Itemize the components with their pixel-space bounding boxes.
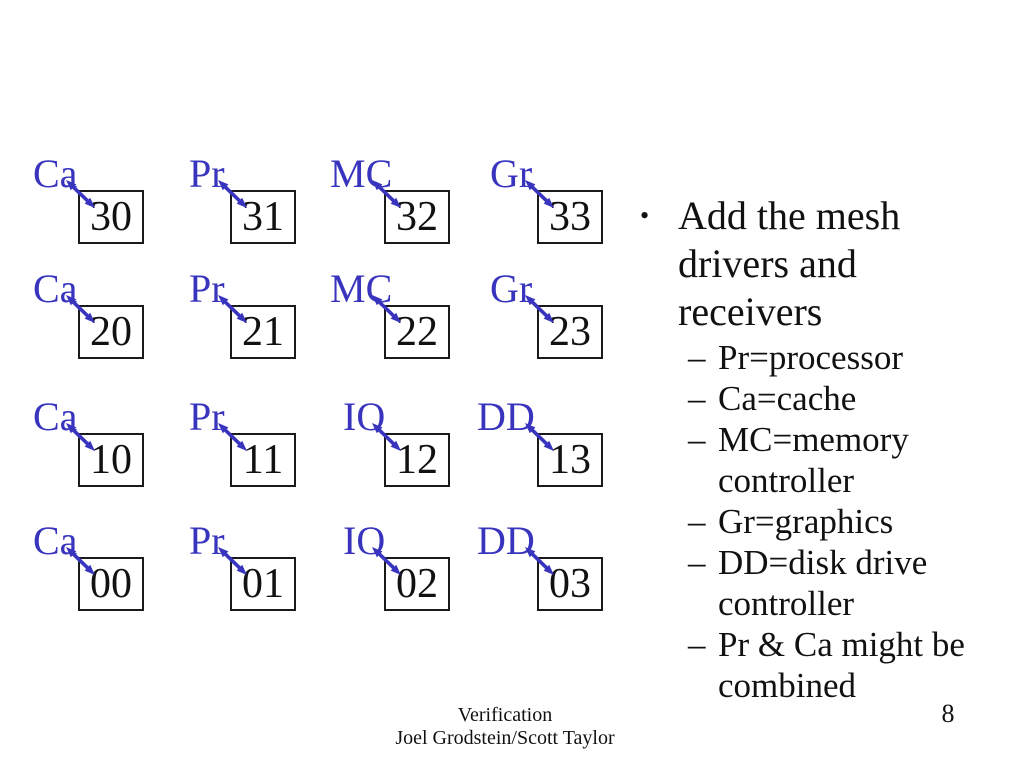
mesh-node-label: DD xyxy=(477,518,535,563)
mesh-node-value: 00 xyxy=(90,561,132,607)
mesh-node-value: 31 xyxy=(242,194,284,240)
double-arrow-icon xyxy=(525,295,554,323)
mesh-node-value: 12 xyxy=(396,437,438,483)
mesh-node-box: 03 xyxy=(537,557,603,611)
footer-authors: Joel Grodstein/Scott Taylor xyxy=(395,727,615,749)
double-arrow-icon xyxy=(525,547,554,575)
bullet-text-line: Add the mesh xyxy=(678,193,901,238)
mesh-node-box: 02 xyxy=(384,557,450,611)
dash-bullet-icon: – xyxy=(688,502,706,541)
mesh-node-value: 01 xyxy=(242,561,284,607)
footer-title: Verification xyxy=(457,704,553,726)
double-arrow-icon xyxy=(66,180,95,208)
mesh-node-box: 01 xyxy=(230,557,296,611)
double-arrow-icon xyxy=(372,547,401,575)
double-arrow-icon xyxy=(372,295,401,323)
sub-bullet-item: –Pr=processor xyxy=(688,337,1024,378)
mesh-node-value: 33 xyxy=(549,194,591,240)
mesh-node-label: Pr xyxy=(189,394,225,439)
mesh-node-value: 22 xyxy=(396,309,438,355)
mesh-node-value: 13 xyxy=(549,437,591,483)
double-arrow-icon xyxy=(66,423,95,451)
mesh-node-label: DD xyxy=(477,394,535,439)
mesh-node-box: 12 xyxy=(384,433,450,487)
bullet-text-line: DD=disk drive xyxy=(718,543,928,582)
mesh-node-box: 00 xyxy=(78,557,144,611)
mesh-node-value: 11 xyxy=(242,437,284,483)
mesh-node-value: 20 xyxy=(90,309,132,355)
mesh-node-label: Gr xyxy=(490,266,533,311)
mesh-node-box: 21 xyxy=(230,305,296,359)
dash-bullet-icon: – xyxy=(688,338,706,377)
bullet-text-line: drivers and xyxy=(678,241,857,286)
dash-bullet-icon: – xyxy=(688,543,706,582)
bullet-dot-icon: • xyxy=(640,201,650,230)
slide-footer: Verification Joel Grodstein/Scott Taylor xyxy=(355,704,655,750)
mesh-node-box: 11 xyxy=(230,433,296,487)
mesh-node-box: 13 xyxy=(537,433,603,487)
bullet-text-line: Gr=graphics xyxy=(718,502,894,541)
mesh-node-value: 32 xyxy=(396,194,438,240)
bullet-text-line: controller xyxy=(718,461,855,500)
mesh-node-value: 03 xyxy=(549,561,591,607)
mesh-node-value: 21 xyxy=(242,309,284,355)
mesh-node-box: 10 xyxy=(78,433,144,487)
mesh-node-label: MC xyxy=(330,151,393,196)
double-arrow-icon xyxy=(218,295,247,323)
double-arrow-icon xyxy=(372,180,401,208)
mesh-node-label: Pr xyxy=(189,518,225,563)
mesh-node-box: 30 xyxy=(78,190,144,244)
mesh-node-box: 32 xyxy=(384,190,450,244)
mesh-node-label: Gr xyxy=(490,151,533,196)
bullet-text: Pr=processor xyxy=(718,337,903,378)
bullet-text-line: MC=memory xyxy=(718,420,909,459)
mesh-node-box: 31 xyxy=(230,190,296,244)
double-arrow-icon xyxy=(218,180,247,208)
sub-bullet-item: –Gr=graphics xyxy=(688,501,1024,542)
double-arrow-icon xyxy=(218,547,247,575)
mesh-node-box: 33 xyxy=(537,190,603,244)
mesh-node-value: 30 xyxy=(90,194,132,240)
sub-bullet-item: –Ca=cache xyxy=(688,378,1024,419)
double-arrow-icon xyxy=(525,180,554,208)
bullet-text-line: Ca=cache xyxy=(718,379,857,418)
page-number: 8 xyxy=(941,699,955,728)
mesh-node-label: Pr xyxy=(189,151,225,196)
bullet-text: Ca=cache xyxy=(718,378,856,419)
double-arrow-icon xyxy=(218,423,247,451)
mesh-node-box: 20 xyxy=(78,305,144,359)
dash-bullet-icon: – xyxy=(688,420,706,459)
bullet-text-line: Pr & Ca might be xyxy=(718,625,965,664)
dash-bullet-icon: – xyxy=(688,379,706,418)
double-arrow-icon xyxy=(372,423,401,451)
bullet-text-line: Pr=processor xyxy=(718,338,903,377)
mesh-node-value: 02 xyxy=(396,561,438,607)
mesh-node-box: 23 xyxy=(537,305,603,359)
double-arrow-icon xyxy=(66,547,95,575)
dash-bullet-icon: – xyxy=(688,625,706,664)
mesh-node-label: MC xyxy=(330,266,393,311)
double-arrow-icon xyxy=(525,423,554,451)
mesh-node-box: 22 xyxy=(384,305,450,359)
bullet-text: Gr=graphics xyxy=(718,501,893,542)
double-arrow-icon xyxy=(66,295,95,323)
bullet-text-line: combined xyxy=(718,666,857,705)
mesh-node-label: Pr xyxy=(189,266,225,311)
bullet-text-line: controller xyxy=(718,584,855,623)
mesh-node-value: 10 xyxy=(90,437,132,483)
bullet-text-line: receivers xyxy=(678,289,823,334)
mesh-node-value: 23 xyxy=(549,309,591,355)
